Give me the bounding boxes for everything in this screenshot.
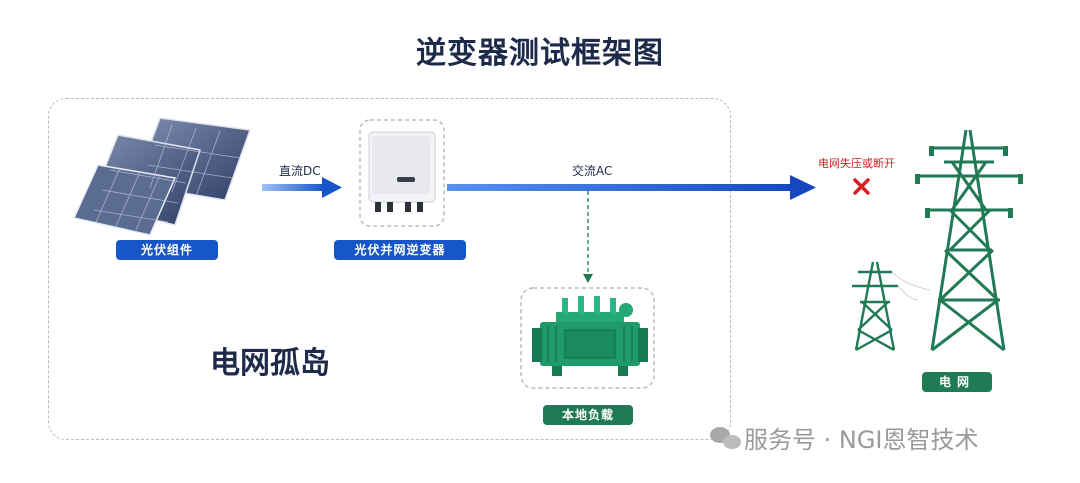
ac-label: 交流AC <box>572 164 613 178</box>
inverter-badge: 光伏并网逆变器 <box>334 240 466 260</box>
solar-panel-icon <box>72 117 252 236</box>
transmission-tower-large-icon <box>918 129 1020 352</box>
local-load-badge: 本地负载 <box>543 405 633 425</box>
dc-label: 直流DC <box>279 164 321 178</box>
load-branch-arrow <box>583 191 593 283</box>
dc-arrow <box>262 177 342 198</box>
watermark: 服务号 · NGI恩智技术 <box>710 420 979 455</box>
disconnect-x-icon <box>853 178 870 195</box>
inverter-icon <box>368 131 436 212</box>
ac-arrow <box>447 175 816 200</box>
grid-fault-label: 电网失压或断开 <box>818 157 895 170</box>
grid-island-label: 电网孤岛 <box>210 346 330 381</box>
grid-badge: 电网 <box>922 372 992 392</box>
transmission-tower-small-icon <box>852 261 898 352</box>
watermark-text: 服务号 · NGI恩智技术 <box>744 426 979 454</box>
pv-modules-badge: 光伏组件 <box>116 240 218 260</box>
transformer-icon <box>532 296 648 376</box>
wechat-icon <box>710 427 741 449</box>
grid-island-boundary <box>48 98 731 440</box>
diagram-title: 逆变器测试框架图 <box>416 36 664 71</box>
